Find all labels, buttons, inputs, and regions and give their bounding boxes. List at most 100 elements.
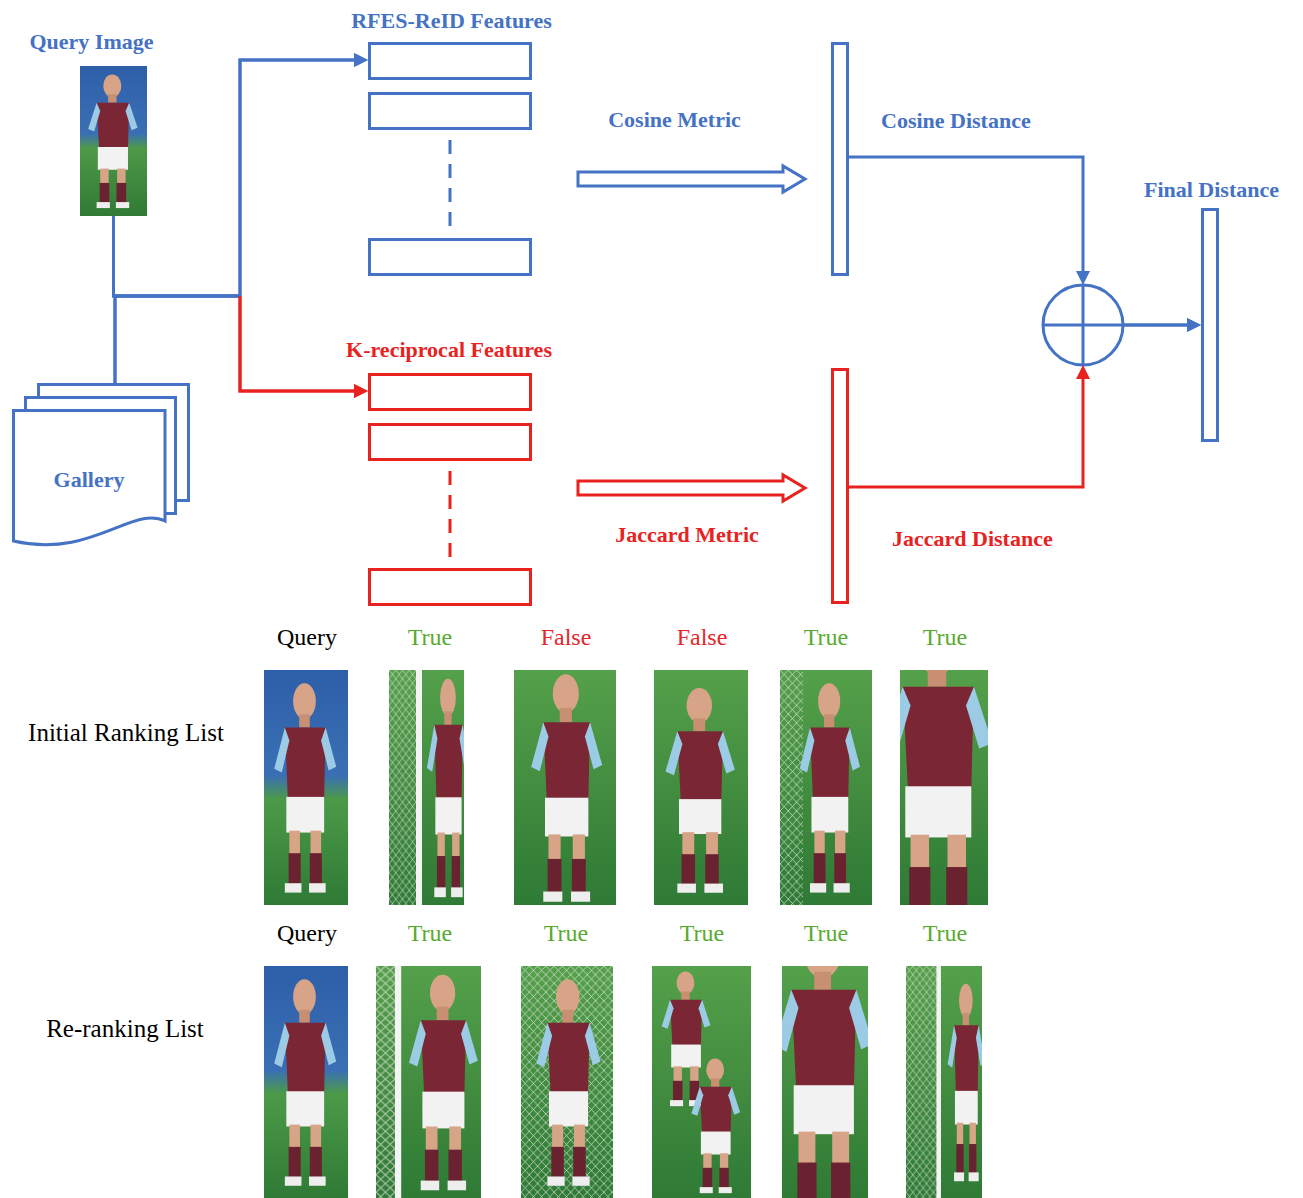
gallery-photo	[774, 929, 873, 1198]
row-label: True	[923, 624, 967, 652]
illustration-part	[936, 966, 941, 1198]
feature-box	[370, 570, 531, 605]
connector-line	[240, 296, 354, 391]
arrowhead	[354, 53, 368, 67]
illustration-part	[409, 975, 478, 1191]
node-heading: Cosine Distance	[881, 108, 1031, 133]
gallery-photo	[521, 966, 613, 1198]
node-heading: RFES-ReID Features	[351, 8, 552, 33]
illustration-part	[654, 670, 748, 905]
connector-line	[115, 296, 240, 383]
distance-bar: Jaccard Distance	[831, 368, 849, 604]
connector-line	[114, 216, 241, 296]
feature-box	[370, 240, 531, 275]
row-label: False	[541, 624, 592, 652]
query-photo	[80, 66, 147, 216]
illustration-part	[780, 670, 872, 905]
feature-box	[370, 425, 531, 460]
gallery-photo	[780, 670, 872, 905]
connector-line	[1123, 324, 1187, 327]
illustration-part	[1082, 285, 1085, 365]
hollow-arrow	[578, 475, 805, 501]
illustration-part	[906, 966, 940, 1198]
document-stack-outline	[12, 383, 190, 548]
connector	[578, 166, 805, 192]
feature-boxes	[368, 42, 532, 276]
feature-box	[370, 94, 531, 129]
illustration-part	[536, 979, 600, 1186]
feature-column: RFES-ReID Features	[368, 42, 532, 276]
distance-bar: Final Distance	[1201, 208, 1219, 442]
illustration-part	[884, 623, 992, 923]
query-photo	[264, 966, 348, 1198]
row-label: True	[680, 920, 724, 948]
node-heading: Final Distance	[1144, 177, 1279, 202]
row-label: Query	[277, 920, 337, 948]
connector	[115, 296, 368, 398]
gallery-photo	[389, 670, 470, 905]
illustration-part	[774, 929, 873, 1198]
illustration-part	[274, 979, 336, 1186]
connector-line	[240, 60, 354, 296]
ellipsis-dash	[449, 471, 452, 558]
gallery-photo	[906, 966, 985, 1198]
row-label: True	[544, 920, 588, 948]
illustration-part	[662, 971, 711, 1106]
illustration-part	[521, 966, 613, 1198]
query-image-frame: Query Image	[80, 66, 147, 216]
row-label: Query	[277, 624, 337, 652]
connector-line	[240, 296, 354, 391]
arrowhead	[1187, 318, 1201, 332]
feature-box	[370, 375, 531, 410]
connector-line	[849, 379, 1083, 487]
illustration-part	[389, 670, 419, 905]
row-label: Initial Ranking List	[28, 719, 224, 748]
connector-line	[115, 296, 240, 383]
illustration-part	[948, 984, 985, 1182]
connector	[578, 475, 805, 501]
arrowhead	[1076, 365, 1090, 379]
illustration-part	[416, 670, 422, 905]
connector	[114, 53, 369, 296]
illustration-part	[80, 66, 147, 216]
gallery-photo	[654, 670, 748, 905]
arrowhead	[1076, 271, 1090, 285]
query-photo	[264, 670, 348, 905]
illustration-part	[514, 670, 616, 905]
illustration-part	[665, 688, 734, 893]
illustration-part	[1043, 285, 1123, 365]
illustration-part	[395, 966, 401, 1198]
node-heading: Gallery	[54, 467, 125, 492]
illustration-part	[376, 966, 397, 1198]
row-label: True	[408, 920, 452, 948]
row-label: Re-ranking List	[46, 1015, 204, 1044]
ellipsis-dash	[449, 140, 452, 228]
row-label: True	[804, 624, 848, 652]
feature-box	[370, 44, 531, 79]
illustration-part	[264, 966, 348, 1198]
arrowhead	[354, 53, 368, 67]
illustration-part	[691, 1058, 740, 1193]
row-label: True	[408, 624, 452, 652]
connector-line	[240, 60, 354, 296]
distance-bar: Cosine Distance	[831, 42, 849, 276]
feature-boxes	[368, 373, 532, 606]
gallery-photo	[652, 966, 751, 1198]
illustration-part	[376, 966, 481, 1198]
arrowhead	[354, 384, 368, 398]
node-heading: K-reciprocal Features	[346, 337, 552, 362]
node-heading: Jaccard Distance	[892, 526, 1053, 551]
edge-label: Jaccard Metric	[615, 522, 759, 547]
illustration-part	[88, 75, 137, 209]
connector	[849, 318, 1201, 487]
gallery-photo	[376, 966, 481, 1198]
sum-operator	[1043, 285, 1123, 365]
row-label: True	[923, 920, 967, 948]
arrowhead	[1187, 318, 1201, 332]
connector-line	[1123, 324, 1187, 327]
illustration-part	[531, 674, 602, 901]
connector-line	[849, 157, 1083, 271]
illustration-part	[652, 966, 751, 1198]
gallery-photo	[514, 670, 616, 905]
